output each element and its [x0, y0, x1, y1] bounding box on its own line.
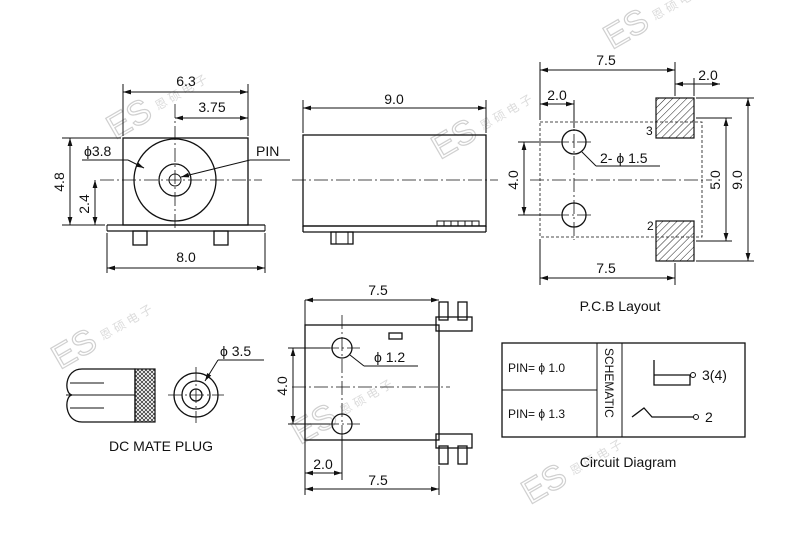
plug-body — [66, 368, 136, 423]
side-dim-length: 9.0 — [384, 91, 404, 107]
pcb-outline — [539, 121, 703, 238]
circuit-pin-2: PIN= ϕ 1.3 — [508, 407, 565, 421]
bottom-tab-bottom — [435, 433, 473, 449]
front-dim-bottom: 8.0 — [176, 249, 196, 265]
pcb-pad-3-label: 3 — [646, 124, 653, 138]
svg-text:恩 硕 电 子: 恩 硕 电 子 — [338, 377, 395, 418]
svg-text:恩 硕 电 子: 恩 硕 电 子 — [650, 0, 707, 23]
circuit-schematic-label: SCHEMATIC — [602, 348, 616, 418]
pcb-dim-total-height: 9.0 — [729, 170, 745, 190]
watermark-logo-1: ES 恩 硕 电 子 — [99, 72, 209, 148]
bottom-slot — [388, 332, 403, 340]
circuit-terminal-a: 3(4) — [702, 367, 727, 383]
pcb-hole-callout: 2- ϕ 1.5 — [600, 150, 648, 166]
svg-text:ES: ES — [515, 456, 573, 512]
pcb-dim-bottom: 7.5 — [596, 260, 616, 276]
pcb-pad-3 — [655, 97, 695, 139]
circuit-diagram: PIN= ϕ 1.0 PIN= ϕ 1.3 SCHEMATIC 3(4) 2 C… — [501, 342, 746, 470]
watermark-group: ES 恩 硕 电 子 ES 恩 硕 电 子 ES 恩 硕 电 子 ES 恩 硕 … — [44, 0, 707, 513]
plug-dim-diameter: ϕ 3.5 — [220, 343, 251, 359]
svg-text:恩 硕 电 子: 恩 硕 电 子 — [98, 302, 155, 343]
pcb-layout-view: 3 2 7.5 2.0 2.0 4.0 5.0 9.0 — [505, 52, 754, 314]
bottom-lug-top-left — [438, 301, 449, 321]
front-dim-pin-offset: 3.75 — [198, 99, 225, 115]
pcb-dim-pad-spacing: 5.0 — [707, 170, 723, 190]
circuit-caption: Circuit Diagram — [580, 454, 676, 470]
plug-caption: DC MATE PLUG — [109, 438, 213, 454]
circuit-pin-1: PIN= ϕ 1.0 — [508, 361, 565, 375]
front-view: 6.3 3.75 4.8 2.4 8.0 ϕ3.8 PIN — [51, 73, 290, 273]
bottom-lug-bottom-left — [438, 445, 449, 465]
pcb-dim-top: 7.5 — [596, 52, 616, 68]
bottom-tab-top — [435, 316, 473, 332]
bottom-dim-hole-spacing: 4.0 — [274, 376, 290, 396]
pcb-dim-hole-spacing: 4.0 — [505, 170, 521, 190]
watermark-logo-3: ES 恩 硕 电 子 — [424, 92, 534, 168]
watermark-logo-2: ES 恩 硕 电 子 — [596, 0, 707, 58]
dc-mate-plug: ϕ 3.5 DC MATE PLUG — [66, 343, 264, 454]
bottom-dim-offset: 2.0 — [313, 456, 333, 472]
front-dim-height: 4.8 — [51, 172, 67, 192]
svg-text:ES: ES — [597, 1, 655, 57]
bottom-view: 7.5 4.0 2.0 7.5 ϕ 1.2 — [274, 282, 473, 495]
front-leg-right — [213, 230, 229, 246]
bottom-dim-bottom: 7.5 — [368, 472, 388, 488]
pcb-pad-2-label: 2 — [647, 219, 654, 233]
side-view: 9.0 — [292, 91, 498, 245]
bottom-body — [304, 324, 440, 441]
front-leg-left — [132, 230, 148, 246]
front-body — [122, 137, 249, 226]
bottom-dim-top: 7.5 — [368, 282, 388, 298]
front-dim-diameter: ϕ3.8 — [84, 143, 112, 159]
plug-knurl — [134, 368, 156, 423]
front-dim-pin-height: 2.4 — [76, 194, 92, 214]
front-dim-top: 6.3 — [176, 73, 196, 89]
circuit-terminal-b: 2 — [705, 409, 713, 425]
watermark-logo-4: ES 恩 硕 电 子 — [44, 302, 155, 378]
pcb-dim-hole-offset: 2.0 — [547, 87, 567, 103]
bottom-hole-callout: ϕ 1.2 — [374, 349, 405, 365]
front-pin-label: PIN — [256, 143, 279, 159]
pcb-caption: P.C.B Layout — [580, 298, 661, 314]
pcb-pad-2 — [655, 220, 695, 262]
bottom-lug-top-right — [457, 301, 468, 321]
pcb-dim-pad-width: 2.0 — [698, 67, 718, 83]
side-leg — [330, 231, 354, 245]
schematic-pin-symbol — [653, 360, 691, 386]
schematic-switch-symbol — [631, 407, 694, 418]
svg-text:ES: ES — [425, 111, 483, 167]
bottom-lug-bottom-right — [457, 445, 468, 465]
